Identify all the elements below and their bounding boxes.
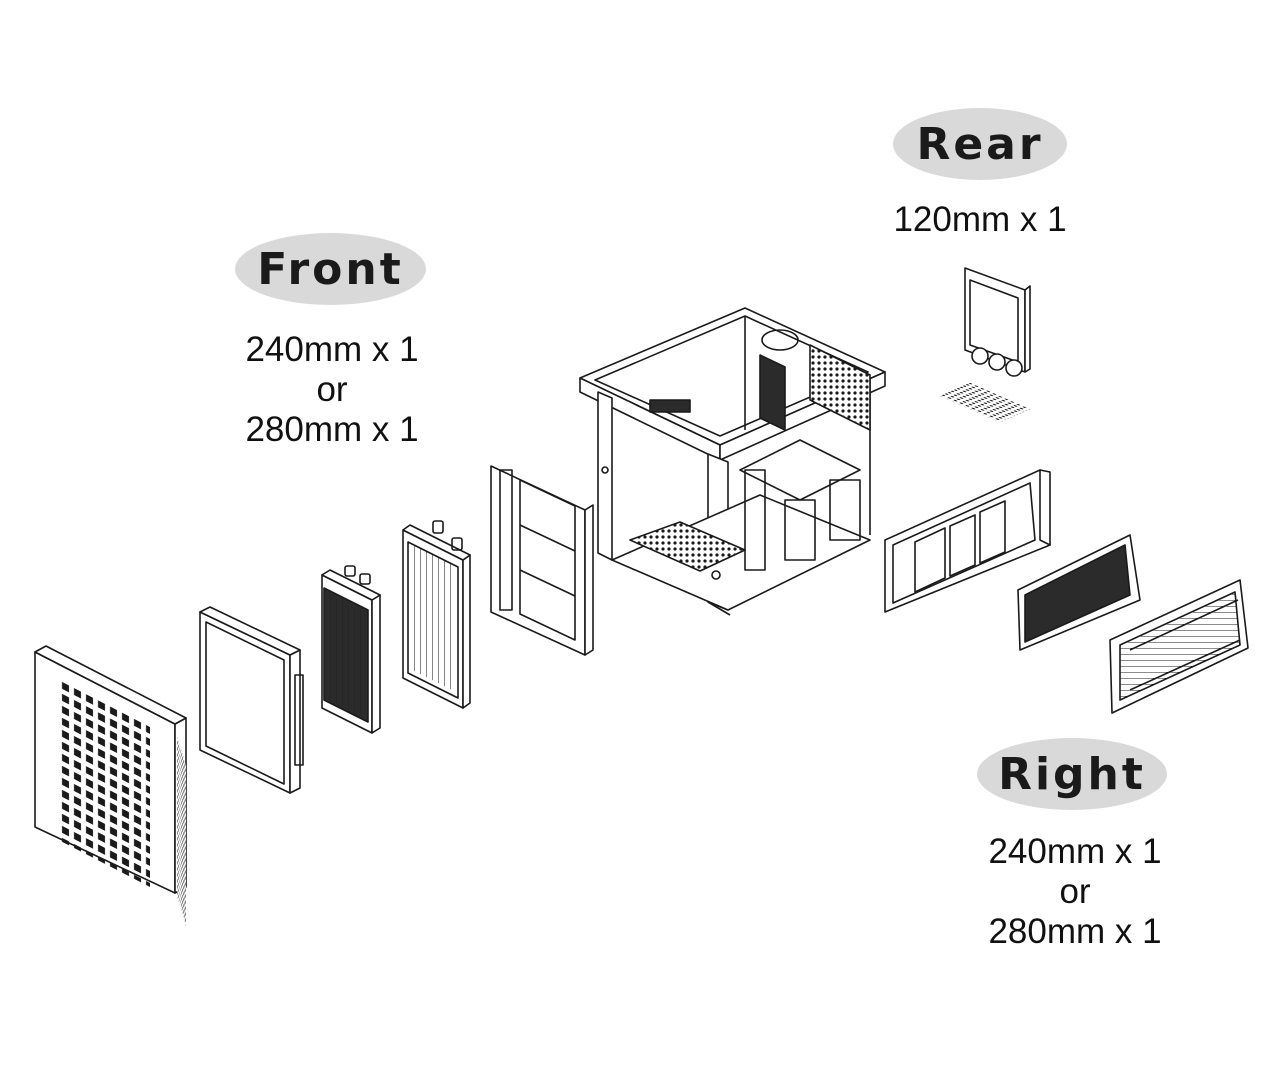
rear-spec-line-1: 120mm x 1 (893, 200, 1067, 239)
front-radiator-bracket (491, 466, 593, 655)
front-label-pill: Front (235, 233, 426, 305)
rear-spec: 120mm x 1 (880, 200, 1080, 240)
front-radiator-280 (403, 521, 470, 708)
right-label-pill: Right (977, 738, 1167, 810)
right-spec-line-1: 240mm x 1 (988, 832, 1162, 871)
right-radiator-bracket (885, 470, 1050, 612)
rear-radiator-120 (965, 268, 1030, 376)
right-spec-line-2: or (1059, 872, 1091, 911)
front-spec-line-2: or (316, 370, 348, 409)
right-label: Right (998, 748, 1146, 800)
front-radiator-240 (322, 566, 380, 733)
right-radiator-240 (1018, 535, 1140, 650)
front-spec: 240mm x 1 or 280mm x 1 (222, 330, 442, 450)
right-spec-line-3: 280mm x 1 (988, 912, 1162, 951)
front-mesh-panel (35, 646, 186, 927)
front-spec-line-3: 280mm x 1 (245, 410, 419, 449)
rear-label-pill: Rear (893, 108, 1067, 180)
rear-label: Rear (916, 118, 1044, 170)
front-spec-line-1: 240mm x 1 (245, 330, 419, 369)
right-radiator-280 (1110, 580, 1248, 713)
front-filter-frame (200, 607, 303, 793)
right-spec: 240mm x 1 or 280mm x 1 (965, 832, 1185, 952)
front-label: Front (257, 243, 404, 295)
case-chassis (580, 308, 1030, 615)
